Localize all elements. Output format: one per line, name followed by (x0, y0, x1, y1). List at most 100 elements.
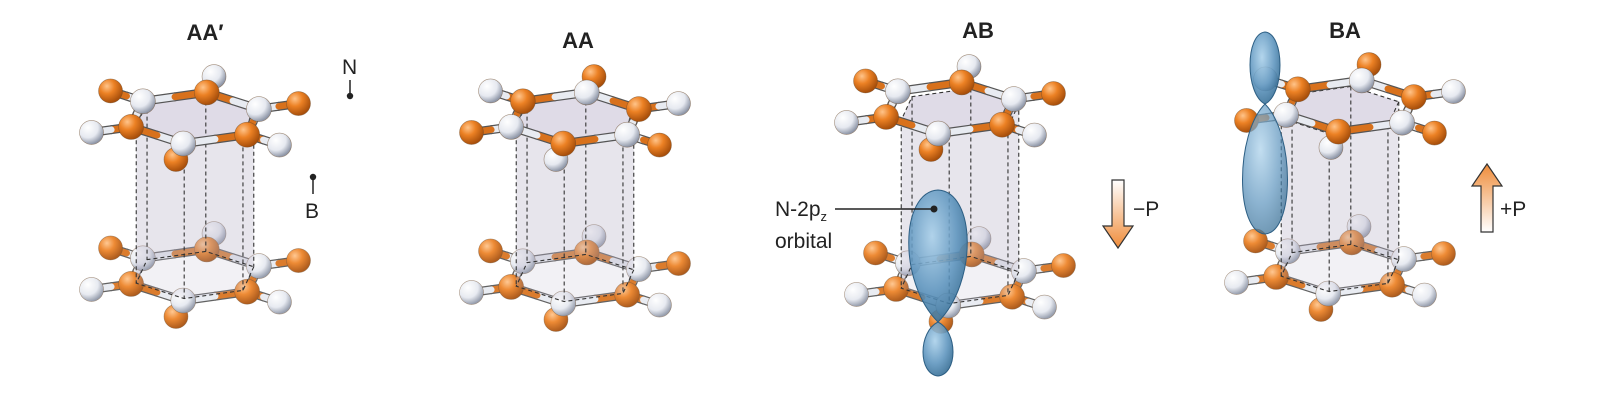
nitrogen-atom (1011, 258, 1037, 284)
boron-atom (853, 68, 878, 94)
boron-callout: B (305, 173, 319, 223)
stacking-model-aa-prime (79, 64, 311, 329)
unit-cell-prism (515, 93, 635, 303)
nitrogen-atom (267, 132, 292, 158)
boron-atom (1325, 118, 1352, 145)
nitrogen-atom (1348, 67, 1375, 94)
orbital-label-line2: orbital (775, 230, 832, 253)
nitrogen-atom (925, 120, 952, 147)
nitrogen-atom (267, 289, 292, 315)
nitrogen-atom (1441, 79, 1466, 104)
boron-atom (1379, 271, 1405, 298)
boron-atom (1263, 264, 1289, 290)
boron-atom (1051, 253, 1076, 278)
boron-atom (193, 79, 220, 106)
nitrogen-atom (647, 292, 672, 318)
nitrogen-atom (1412, 282, 1437, 308)
boron-atom (1285, 76, 1311, 103)
nitrogen-atom (666, 91, 691, 116)
hbn-layer (79, 64, 311, 172)
nitrogen-atom (834, 110, 859, 135)
boron-atom (118, 114, 144, 140)
nitrogen-atom (459, 280, 484, 305)
boron-atom (1422, 120, 1447, 146)
boron-atom (1338, 229, 1365, 256)
nitrogen-atom (246, 96, 272, 122)
polarization-up-arrow (1470, 162, 1504, 233)
polarization-down-label: −P (1133, 198, 1159, 221)
boron-atom (883, 276, 909, 302)
unit-cell-prism (135, 93, 255, 300)
nitrogen-atom (1032, 294, 1057, 320)
stacking-model-ba (1224, 31, 1466, 322)
nitrogen-atom (573, 79, 600, 106)
polarization-down-arrow (1101, 179, 1135, 250)
n-2pz-orbital (908, 189, 968, 377)
boron-atom (948, 69, 975, 96)
boron-atom (873, 104, 899, 130)
boron-label: B (305, 200, 319, 223)
boron-atom (234, 278, 260, 305)
boron-atom (626, 96, 652, 122)
orbital-callout: N-2pz orbital (775, 198, 938, 253)
boron-atom (999, 283, 1025, 310)
stacking-model-aa (459, 64, 691, 332)
hbn-layer (1224, 214, 1456, 322)
stacking-model-ab (834, 54, 1076, 377)
boron-atom (286, 248, 311, 273)
boron-atom (234, 121, 260, 148)
orbital-label-line1: N-2pz (775, 198, 827, 224)
n-2pz-orbital (1242, 31, 1288, 235)
nitrogen-label: N (342, 56, 357, 79)
nitrogen-atom (885, 78, 911, 105)
boron-atom (118, 271, 144, 297)
boron-atom (498, 274, 524, 300)
boron-atom (459, 120, 484, 145)
boron-atom (98, 78, 123, 104)
boron-atom (614, 281, 640, 308)
nitrogen-atom (614, 121, 640, 148)
boron-atom (286, 91, 311, 116)
nitrogen-atom (1224, 270, 1249, 295)
nitrogen-atom (1391, 246, 1417, 272)
panel-title-aa-prime: AA′ (186, 20, 223, 45)
boron-atom (989, 111, 1015, 138)
panel-title-ab: AB (962, 18, 994, 43)
boron-atom (1401, 84, 1427, 110)
boron-atom (666, 251, 691, 276)
hbn-layer (834, 54, 1066, 162)
nitrogen-atom (550, 290, 577, 317)
nitrogen-atom (844, 282, 869, 307)
nitrogen-atom (170, 287, 197, 314)
nitrogen-atom (478, 78, 503, 104)
boron-atom (510, 88, 536, 115)
boron-atom (573, 239, 600, 266)
boron-atom (1431, 241, 1456, 266)
boron-atom (193, 236, 220, 263)
hbn-layer (459, 224, 691, 332)
nitrogen-atom (498, 114, 524, 140)
nitrogen-atom (170, 130, 197, 157)
nitrogen-atom (1022, 122, 1047, 148)
hbn-layer (459, 64, 691, 172)
panel-title-aa: AA (562, 28, 594, 53)
nitrogen-callout: N (342, 56, 357, 100)
panel-title-ba: BA (1329, 18, 1361, 43)
nitrogen-atom (79, 277, 104, 302)
nitrogen-atom (130, 88, 156, 115)
boron-atom (647, 132, 672, 158)
nitrogen-atom (626, 256, 652, 282)
nitrogen-atom (1315, 280, 1342, 307)
boron-atom (98, 235, 123, 261)
polarization-up-label: +P (1500, 198, 1526, 221)
nitrogen-atom (246, 253, 272, 279)
nitrogen-atom (79, 120, 104, 145)
boron-atom (863, 240, 888, 266)
boron-atom (1041, 81, 1066, 106)
boron-atom (550, 130, 577, 157)
nitrogen-atom (1389, 109, 1415, 136)
hbn-layer (79, 221, 311, 329)
boron-atom (478, 238, 503, 264)
nitrogen-atom (1001, 86, 1027, 112)
